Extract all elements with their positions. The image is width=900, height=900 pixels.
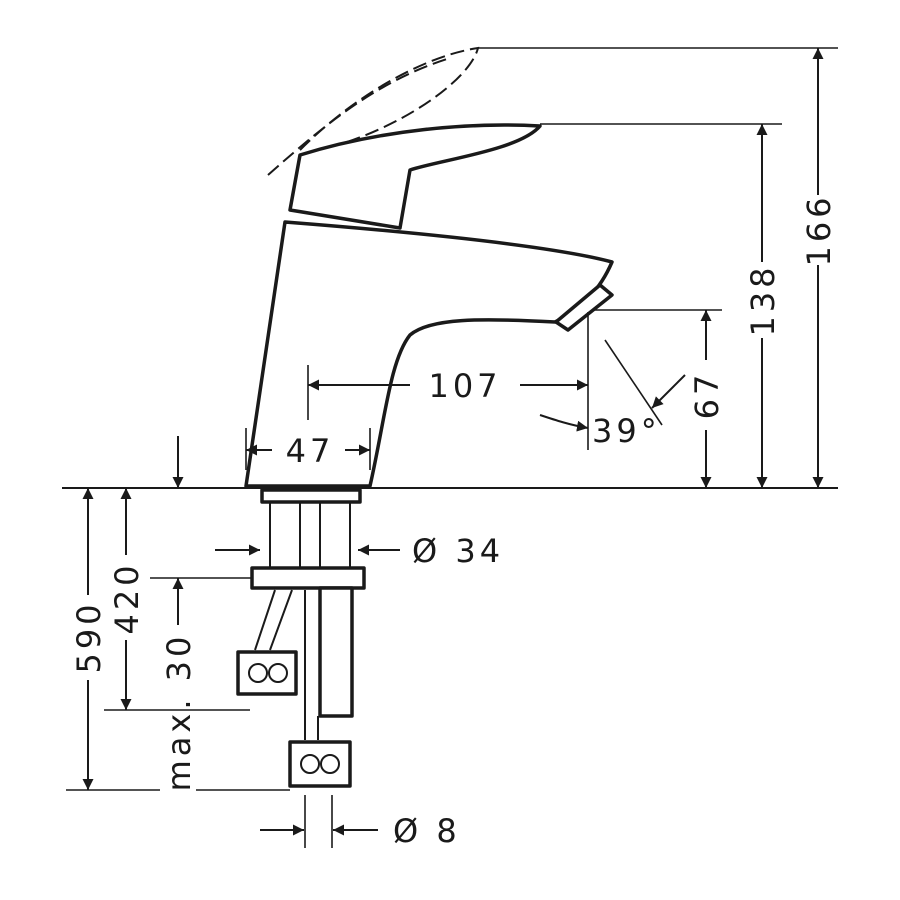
dim-hose-diameter: Ø 8 <box>393 812 461 850</box>
hose-left <box>254 589 293 651</box>
dim-hose-length: 590 <box>70 600 108 673</box>
dim-spout-height: 67 <box>688 371 726 420</box>
dim-shank-diameter: Ø 34 <box>412 532 504 570</box>
raised-handle-outline <box>299 46 480 151</box>
aerator <box>554 283 614 332</box>
dim-max-thickness: max. 30 <box>160 633 198 792</box>
base-plate <box>260 488 362 504</box>
dim-hose-length-short: 420 <box>108 561 146 634</box>
dim-base-width: 47 <box>286 432 335 470</box>
fixing-nut <box>250 566 366 590</box>
raised-handle-outline-2 <box>267 57 451 176</box>
threaded-rod <box>318 586 354 718</box>
dim-spout-projection: 107 <box>428 367 501 405</box>
dim-spout-angle: 39° <box>592 412 661 450</box>
dim-handle-height: 138 <box>744 263 782 336</box>
dim-total-height: 166 <box>800 193 838 266</box>
handle-lever <box>288 123 542 230</box>
